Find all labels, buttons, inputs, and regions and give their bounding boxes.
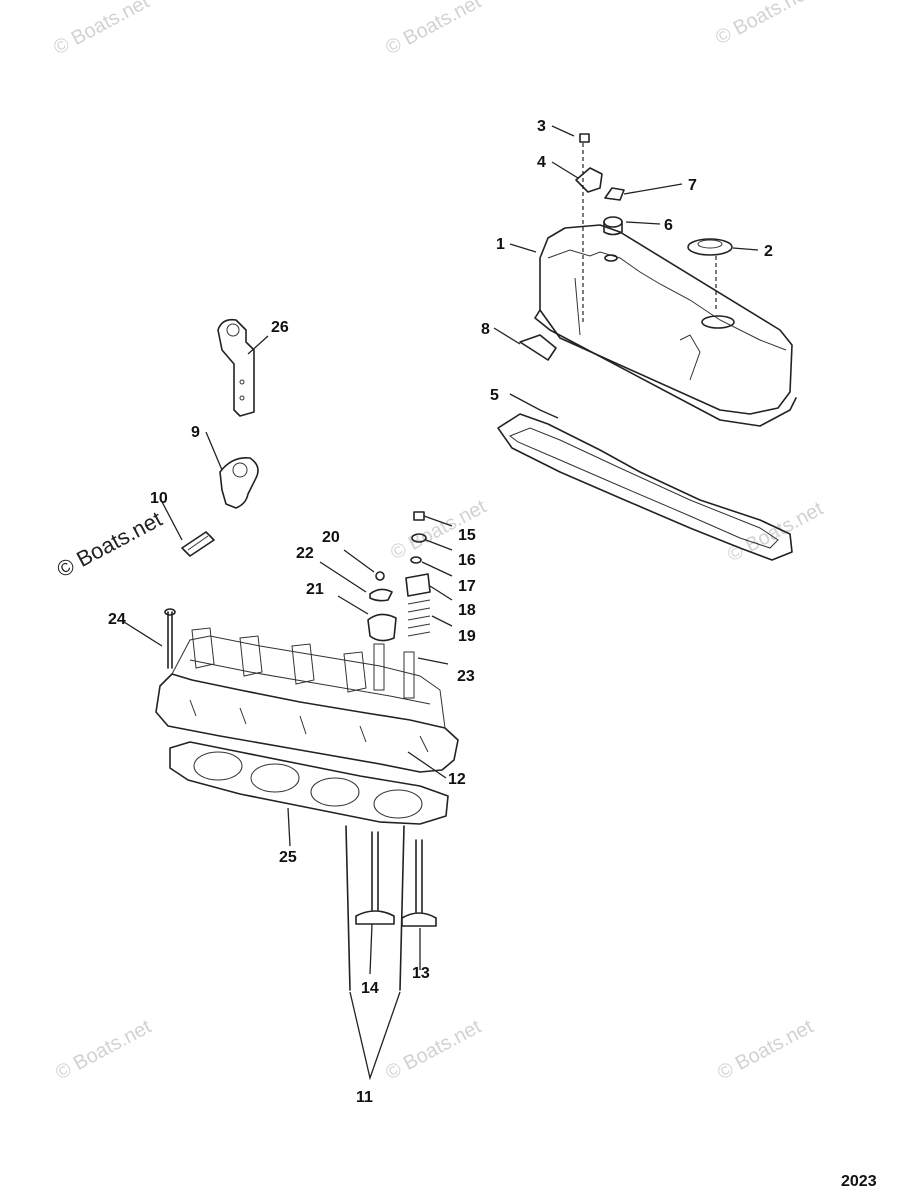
callout-8: 8 (481, 321, 490, 338)
watermark: © Boats.net (50, 0, 153, 59)
callout-24: 24 (108, 611, 126, 628)
callout-17: 17 (458, 578, 476, 595)
callout-10: 10 (150, 490, 168, 507)
watermark: © Boats.net (712, 0, 815, 49)
callout-26: 26 (271, 319, 289, 336)
watermark: © Boats.net (382, 0, 485, 59)
cylinder-head-illustration (155, 511, 459, 991)
watermark: © Boats.net (52, 1016, 155, 1085)
watermarks: © Boats.net © Boats.net © Boats.net © Bo… (50, 0, 827, 1084)
leader-lines (123, 125, 759, 1081)
callout-16: 16 (458, 552, 476, 569)
bracket-illustrations (181, 318, 259, 557)
callout-12: 12 (448, 771, 466, 788)
callout-18: 18 (458, 602, 476, 619)
callout-3: 3 (537, 118, 546, 135)
watermark: © Boats.net (724, 498, 827, 567)
callout-7: 7 (688, 177, 697, 194)
callout-13: 13 (412, 965, 430, 982)
callout-6: 6 (664, 217, 673, 234)
callout-5: 5 (490, 387, 499, 404)
watermark: © Boats.net (382, 1016, 485, 1085)
watermark: © Boats.net (714, 1016, 817, 1085)
callout-25: 25 (279, 849, 297, 866)
callout-labels: 1 2 3 4 5 6 7 8 9 10 11 12 13 14 15 16 1… (108, 118, 773, 1106)
figure-number: 2023 (841, 1173, 877, 1190)
callout-19: 19 (458, 628, 476, 645)
callout-14: 14 (361, 980, 379, 997)
callout-23: 23 (457, 668, 475, 685)
callout-15: 15 (458, 527, 476, 544)
watermark: © Boats.net (53, 506, 167, 582)
callout-20: 20 (322, 529, 340, 546)
callout-4: 4 (537, 154, 546, 171)
callout-21: 21 (306, 581, 324, 598)
callout-22: 22 (296, 545, 314, 562)
callout-9: 9 (191, 424, 200, 441)
valve-cover-illustration (497, 133, 797, 561)
callout-11: 11 (356, 1089, 373, 1106)
callout-1: 1 (496, 236, 505, 253)
callout-2: 2 (764, 243, 773, 260)
